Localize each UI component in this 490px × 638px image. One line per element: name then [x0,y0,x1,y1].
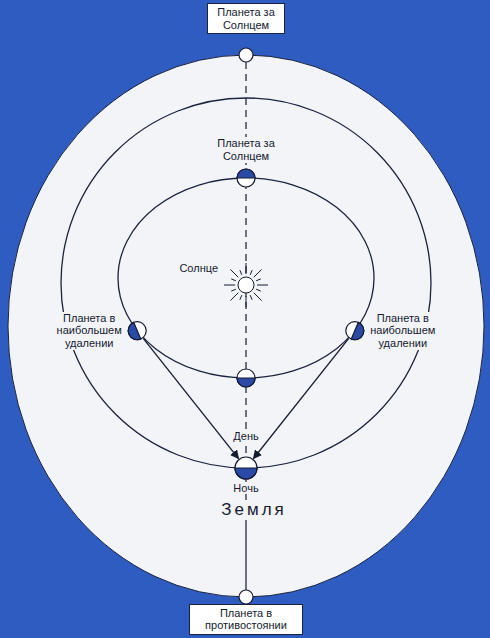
box-text: Планета за Солнцем [214,6,278,31]
sun-ray [257,285,268,286]
planet-label: Планета в наибольшем удалении [54,312,124,350]
inner-planet [237,169,255,187]
planets-group [128,48,364,604]
inner-planet [128,322,146,340]
sun-ray [230,269,238,277]
outer-orbit [8,55,484,597]
planet-label: Планета за Солнцем [211,137,281,162]
earth-label: Земля [219,500,289,520]
night-side [235,468,257,479]
box-text: Планета в противостоянии [196,607,296,632]
sun-disc [238,277,254,293]
sun-label: Солнце [177,262,220,275]
sun-ray [224,285,235,286]
night-side [237,378,255,387]
planet-label: Планета в наибольшем удалении [368,312,438,350]
sun-ray [231,289,236,291]
day-label: День [231,430,260,443]
outer-planet [239,590,253,604]
planet-box: Планета за Солнцем [207,3,285,34]
sun-ray [250,295,252,300]
sun-ray [231,279,236,281]
sun-ray [254,293,262,301]
night-side [128,322,140,339]
night-label: Ночь [231,482,260,495]
sun-ray [256,289,261,291]
sight-line [245,62,246,457]
sun-ray [256,279,261,281]
night-side [351,322,363,339]
sun-ray [230,293,238,301]
night-side [237,169,255,178]
earth-planet [235,457,257,479]
sun-ray [240,270,242,275]
outer-planet [239,48,253,62]
planet-box: Планета в противостоянии [189,604,303,635]
sun-ray [246,263,247,274]
inner-planet [346,322,364,340]
sight-line [245,479,246,590]
sun-ray [254,269,262,277]
sun-ray [246,296,247,307]
sight-arrow [253,339,348,459]
sight-arrow [143,339,238,459]
sun-ray [240,295,242,300]
inner-planet [237,369,255,387]
sun-ray [250,270,252,275]
